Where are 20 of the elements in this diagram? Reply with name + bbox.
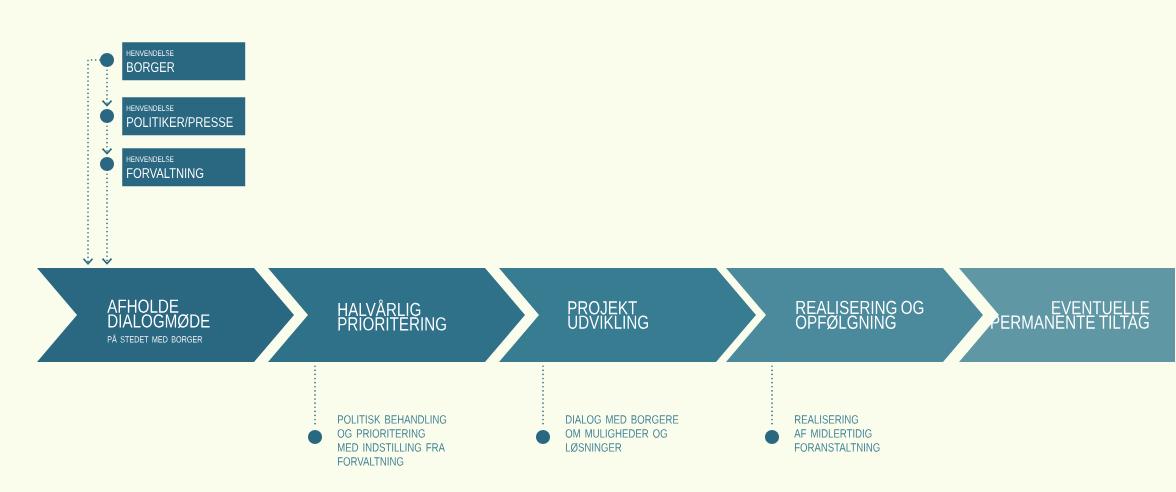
dot bbox=[100, 109, 114, 123]
dot bbox=[100, 157, 114, 171]
dotted-connector bbox=[82, 59, 101, 265]
dotted-connector bbox=[101, 69, 113, 107]
label-box: HENVENDELSE FORVALTNING bbox=[122, 148, 246, 187]
dotted-connector bbox=[771, 365, 773, 427]
chevron-step: REALISERING OG OPFØLGNING bbox=[726, 268, 983, 362]
chevron-step: AFHOLDE DIALOGMØDE PÅ STEDET MED BORGER bbox=[37, 268, 294, 362]
dotted-connector bbox=[101, 125, 113, 155]
label-box: HENVENDELSE POLITIKER/PRESSE bbox=[122, 97, 246, 136]
chevron-step: HALVÅRLIG PRIORITERING bbox=[268, 268, 525, 362]
note-text: POLITISK BEHANDLING OG PRIORITERING MED INDSTILLING FRA FORVALTNING bbox=[337, 415, 447, 466]
label-box: HENVENDELSE BORGER bbox=[122, 42, 246, 81]
chevron-step: PROJEKT UDVIKLING bbox=[499, 268, 756, 362]
note-text: DIALOG MED BORGERE OM MULIGHEDER OG LØSNINGER bbox=[565, 415, 679, 452]
dotted-connector bbox=[314, 365, 316, 427]
dotted-connector bbox=[542, 365, 544, 427]
note-text: REALISERING AF MIDLERTIDIG FORANSTALTNING bbox=[794, 415, 880, 452]
dot bbox=[100, 53, 114, 67]
dotted-connector bbox=[101, 173, 113, 265]
